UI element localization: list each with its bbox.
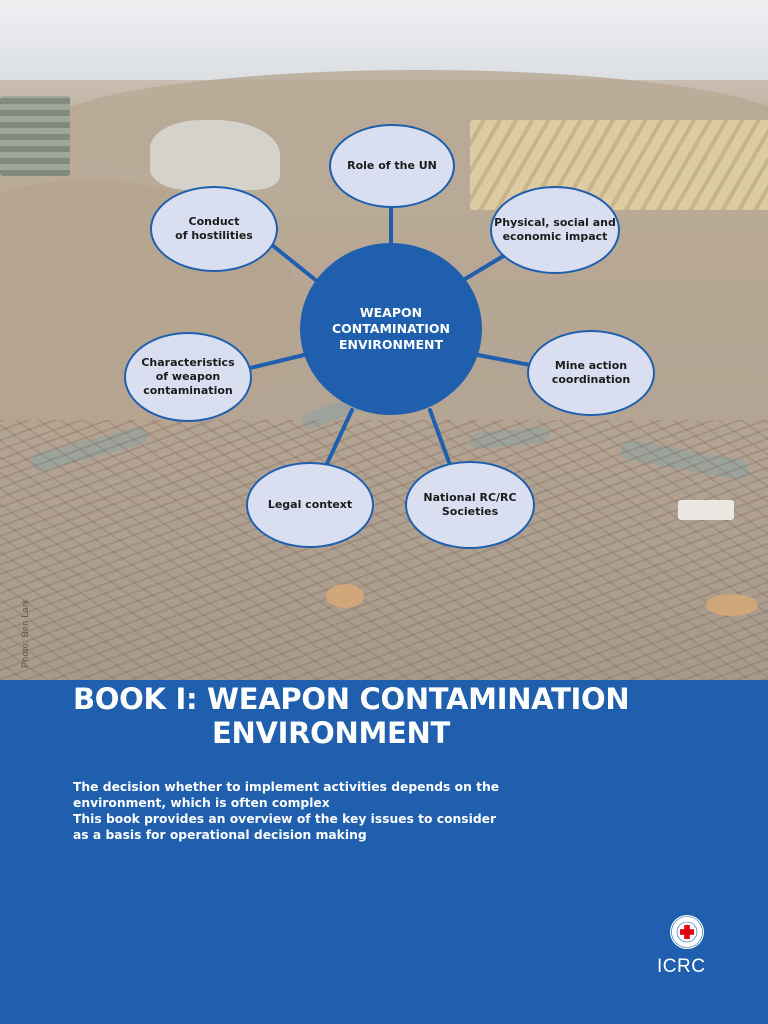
sky xyxy=(0,0,768,80)
description-line: environment, which is often complex xyxy=(73,796,330,810)
node-characteristics: Characteristics of weapon contamination xyxy=(124,332,252,422)
connector-characteristics xyxy=(248,353,306,370)
node-role-of-un: Role of the UN xyxy=(329,124,455,208)
debris-tarp xyxy=(150,120,280,190)
book-title-line1: BOOK I: WEAPON CONTAMINATION xyxy=(73,682,630,716)
node-mine-action: Mine action coordination xyxy=(527,330,655,416)
cover-photo: Photo: Ben Lark xyxy=(0,0,768,680)
description-line: This book provides an overview of the ke… xyxy=(73,812,497,826)
white-box xyxy=(678,500,734,520)
ring-object-1 xyxy=(326,584,364,608)
book-title-line2: ENVIRONMENT xyxy=(212,716,450,750)
description-line: The decision whether to implement activi… xyxy=(73,780,500,794)
book-title: BOOK I: WEAPON CONTAMINATION ENVIRONMENT xyxy=(73,682,753,750)
connector-physical xyxy=(458,253,507,284)
node-physical-impact: Physical, social and economic impact xyxy=(490,186,620,274)
diagram-connectors xyxy=(0,0,768,680)
book-description: The decision whether to implement activi… xyxy=(73,779,533,843)
connector-mine-action xyxy=(476,353,532,367)
description-line: as a basis for operational decision maki… xyxy=(73,828,367,842)
node-national-rc: National RC/RC Societies xyxy=(405,461,535,549)
connector-national-rc xyxy=(428,408,452,467)
node-conduct-of-hostilities: Conduct of hostilities xyxy=(150,186,278,272)
ring-object-2 xyxy=(706,594,758,616)
connector-conduct xyxy=(270,243,320,284)
diagram-center: WEAPON CONTAMINATION ENVIRONMENT xyxy=(300,243,482,415)
scrap-rods xyxy=(0,420,768,680)
connector-legal xyxy=(323,408,354,470)
organization-name: ICRC xyxy=(657,956,706,977)
footer-band xyxy=(0,680,768,1024)
red-cross-emblem-icon xyxy=(670,915,704,949)
node-legal-context: Legal context xyxy=(246,462,374,548)
debris-crates xyxy=(0,96,70,176)
